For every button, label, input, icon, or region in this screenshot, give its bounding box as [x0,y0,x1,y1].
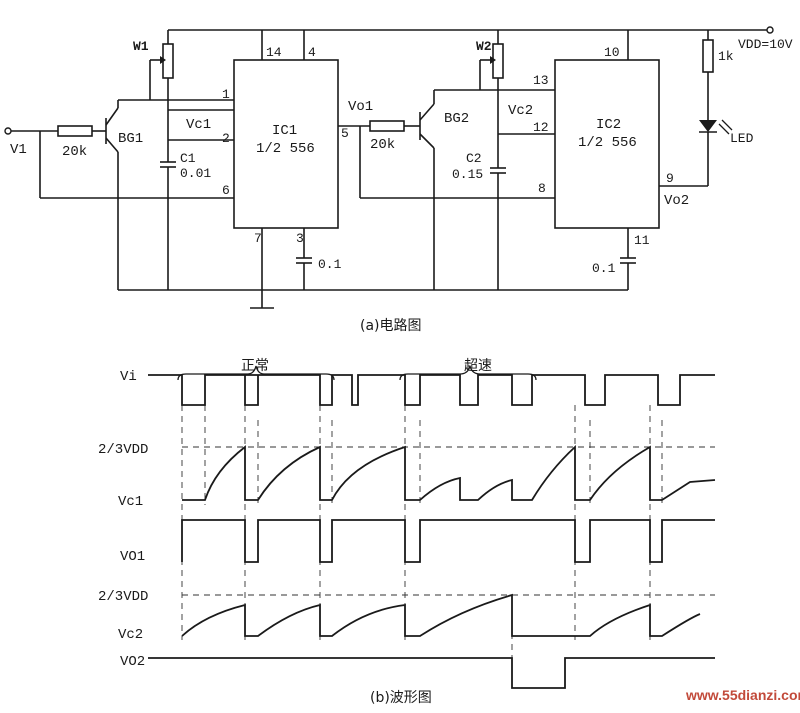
input-stage: V1 20k [4,125,234,199]
vc2-label: Vc2 [508,103,533,119]
w1-label: W1 [133,39,149,54]
potentiometer-w1: W1 [118,30,234,140]
ic2-pin-13: 13 [533,73,549,88]
ic1-pin-5: 5 [341,126,349,141]
vo2-row-label: VO2 [120,654,145,670]
led-label: LED [730,131,754,146]
vo1-row-label: VO1 [120,549,145,565]
capacitor-c2: C2 0.15 [452,134,506,290]
bg1-label: BG1 [118,131,143,147]
normal-label: 正常 [241,358,269,374]
circuit-title: (a)电路图 [360,318,422,334]
vdd-terminal [766,26,774,34]
ic1: IC1 1/2 556 1 2 6 14 4 5 7 3 [222,30,349,290]
vc1-node: Vc1 [168,109,234,141]
ic1-pin-6: 6 [222,183,230,198]
ic2-pin-12: 12 [533,120,549,135]
ic2-pin-9: 9 [666,171,674,186]
vc2-row-label: Vc2 [118,627,143,643]
w2-label: W2 [476,39,492,54]
capacitor-c1: C1 0.01 [160,140,211,290]
vc1-row-label: Vc1 [118,494,143,510]
ic2-type: 1/2 556 [578,135,637,151]
resistor-r1 [57,125,93,137]
ic1-pin-2: 2 [222,131,230,146]
transistor-bg1: BG1 [105,100,143,290]
waveform-title: (b)波形图 [370,690,432,706]
ic1-name: IC1 [272,123,297,139]
vdd-rail: VDD=10V [168,26,793,52]
vo1-label: Vo1 [348,99,373,115]
vc2-node: Vc2 [498,103,555,135]
bracket-normal: 正常 [177,358,335,381]
vc1-waveform [182,444,716,501]
c1-label: C1 [180,151,196,166]
ic1-pin-4: 4 [308,45,316,60]
vc2-waveform [181,593,701,637]
ic2-pin-11: 11 [634,233,650,248]
c2-value: 0.15 [452,167,483,182]
bg2-label: BG2 [444,111,469,127]
capacitor-pin3: 0.1 [296,257,342,290]
vc1-label: Vc1 [186,117,211,133]
input-label: V1 [10,142,27,158]
c1-value: 0.01 [180,166,211,181]
ic2-pin-8: 8 [538,181,546,196]
cap11-value: 0.1 [592,261,616,276]
resistor-r2 [369,120,405,132]
input-terminal [4,127,12,135]
waveform-diagram: 正常 超速 Vi 2/3VDD Vc1 VO1 2/3VDD Vc2 VO2 (… [98,358,716,706]
ic2-name: IC2 [596,117,621,133]
vc2-threshold-label: 2/3VDD [98,589,148,605]
ic1-pin-1: 1 [222,87,230,102]
ic1-pin-14: 14 [266,45,282,60]
ic2: IC2 1/2 556 10 13 12 8 9 11 [533,30,708,258]
r2-value: 20k [370,137,395,153]
ground-bus [118,289,628,309]
vc1-threshold-label: 2/3VDD [98,442,148,458]
transistor-bg2: BG2 [419,90,469,290]
cap3-value: 0.1 [318,257,342,272]
vi-label: Vi [120,369,137,385]
vo2-label: Vo2 [664,193,689,209]
r-led-value: 1k [718,49,734,64]
ic1-pin-7: 7 [254,231,262,246]
resistor-1k [702,39,714,73]
led-icon [699,120,717,132]
ic2-pin-10: 10 [604,45,620,60]
vo1-stage: Vo1 20k [338,99,555,199]
vi-waveform [148,374,715,406]
c2-label: C2 [466,151,482,166]
vo2-waveform [148,657,715,689]
led-branch: 1k LED Vo2 [664,30,754,209]
circuit-diagram: VDD=10V V1 20k BG1 [4,26,793,334]
watermark: www.55dianzi.com [685,687,800,703]
vo1-waveform [181,519,715,563]
ic1-pin-3: 3 [296,231,304,246]
overspeed-label: 超速 [464,358,492,374]
capacitor-pin11: 0.1 [592,257,636,290]
potentiometer-w2: W2 [434,30,555,134]
ic1-type: 1/2 556 [256,141,315,157]
vdd-label: VDD=10V [738,37,793,52]
r1-value: 20k [62,144,87,160]
